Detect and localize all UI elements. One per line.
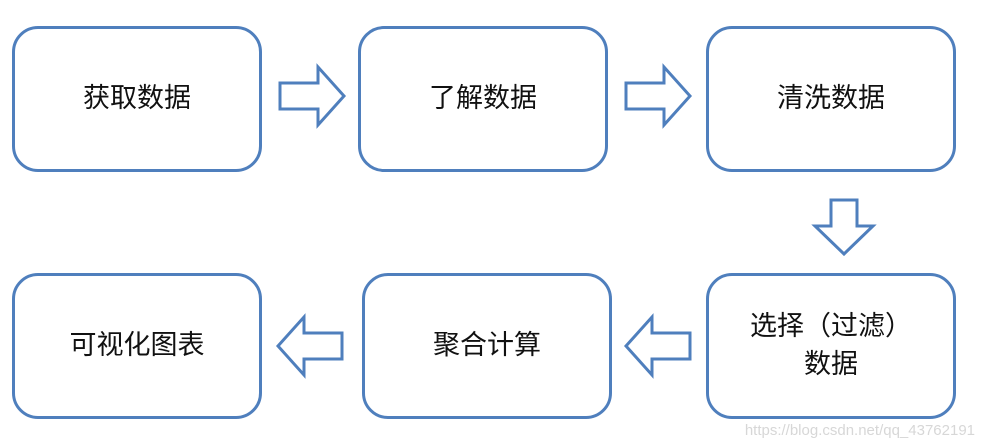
step-label: 清洗数据	[777, 83, 885, 114]
step-label: 选择（过滤） 数据	[750, 311, 912, 380]
step-label: 聚合计算	[433, 330, 541, 361]
step-clean-data: 清洗数据	[706, 26, 956, 172]
arrow-right-icon	[624, 63, 693, 129]
arrow-right-icon	[278, 63, 347, 129]
arrow-left-icon	[623, 313, 692, 379]
step-aggregate: 聚合计算	[362, 273, 612, 419]
step-label: 了解数据	[429, 83, 537, 114]
step-visualize-chart: 可视化图表	[12, 273, 262, 419]
step-get-data: 获取数据	[12, 26, 262, 172]
step-label: 可视化图表	[69, 330, 205, 361]
arrow-left-icon	[275, 313, 344, 379]
step-filter-data: 选择（过滤） 数据	[706, 273, 956, 419]
arrow-down-icon	[811, 198, 877, 257]
step-label: 获取数据	[83, 83, 191, 114]
watermark-url: https://blog.csdn.net/qq_43762191	[744, 422, 975, 439]
step-understand-data: 了解数据	[358, 26, 608, 172]
